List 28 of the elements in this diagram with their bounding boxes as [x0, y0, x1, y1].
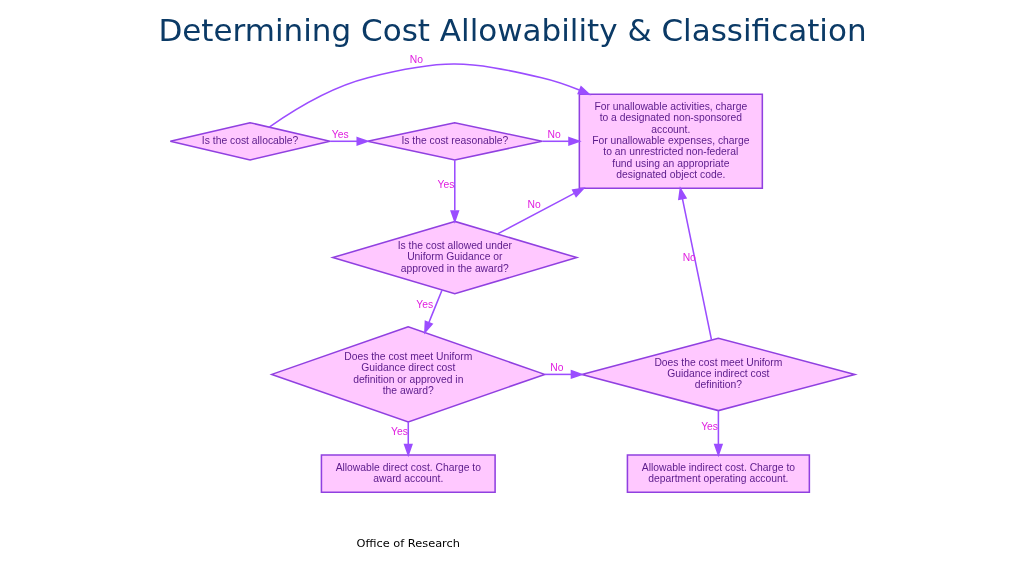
node-diamond: Is the cost reasonable? — [366, 121, 543, 161]
edge-label: Yes — [700, 420, 718, 432]
node-box: For unallowable activities, charge to a designated non-sponsored account. For unallowable expenses, charge to an unrestricted non-federal fund using an appropriate designated object code. — [578, 93, 763, 190]
arrow — [403, 421, 413, 458]
edge-label: Yes — [390, 426, 408, 438]
arrow — [328, 136, 370, 146]
edge-label: No — [409, 54, 423, 66]
diagram-title: Determining Cost Allowability & Classification — [157, 12, 867, 49]
arrow — [713, 410, 723, 458]
arrow — [677, 186, 712, 341]
arrow — [540, 136, 582, 146]
node-diamond: Does the cost meet Uniform Guidance direct cost definition or approved in the award? — [268, 326, 547, 423]
arrow — [543, 369, 584, 380]
arrow — [268, 63, 591, 128]
edge-label: Yes — [331, 129, 349, 141]
edge-label: No — [547, 129, 561, 141]
edge-label: Yes — [415, 298, 433, 310]
edge-label: Yes — [437, 178, 454, 190]
arrow — [423, 289, 443, 335]
node-diamond: Is the cost allowed under Uniform Guidance or approved in the award? — [329, 220, 579, 295]
node-box: Allowable direct cost. Charge to award account. — [320, 454, 496, 493]
label: Office of Research — [356, 535, 460, 550]
arrow — [496, 187, 586, 235]
edge-label: No — [527, 198, 541, 210]
arrow — [449, 159, 459, 224]
node-box: Allowable indirect cost. Charge to department operating account. — [626, 454, 810, 493]
edge-label: No — [549, 362, 563, 374]
node-diamond: Is the cost allocable? — [169, 121, 331, 161]
